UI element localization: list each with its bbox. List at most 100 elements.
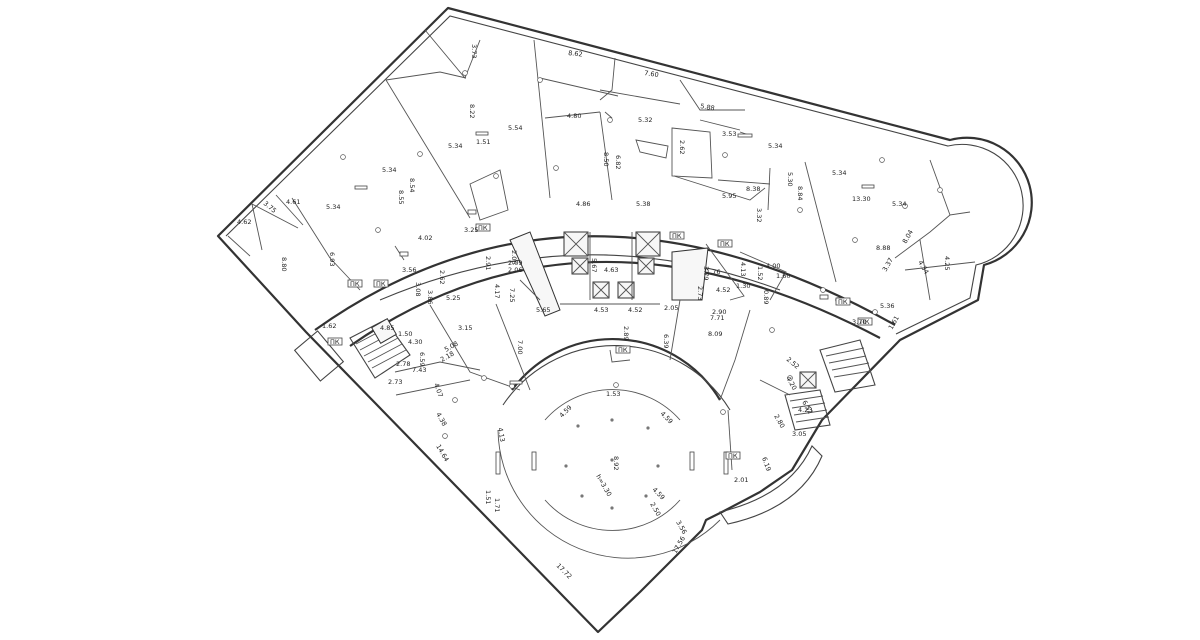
dimension-label: 1.61 (887, 314, 901, 331)
fire-cabinet-tags: ПК ПК ПК ПК ПК ПК ПК ПК ПК ПК (327, 223, 873, 460)
dimension-label: 2.18 (439, 350, 456, 364)
dimension-label: 1.62 (322, 322, 336, 330)
dimension-label: 1.52 (756, 266, 764, 280)
dimension-label: 7.25 (508, 288, 516, 302)
dimension-label: 14.64 (434, 443, 450, 463)
fire-cabinet-tag: ПК (672, 232, 682, 240)
dimension-label: 3.25 (464, 226, 478, 234)
dimension-label: 3.05 (792, 430, 806, 438)
dimension-label: 1.60 (776, 272, 790, 280)
fire-cabinet-tag: ПК (618, 346, 628, 354)
fire-cabinet-tag: ПК (330, 338, 340, 346)
dimension-label: 4.30 (408, 338, 422, 346)
dimension-label: 1.50 (398, 330, 412, 338)
dimension-label: 3.73 (470, 44, 478, 58)
dimension-label: 4.07 (432, 382, 444, 398)
dimension-label: 2.62 (438, 270, 446, 284)
dimension-label: 5.34 (448, 142, 462, 150)
dimension-label: 4.17 (493, 284, 501, 298)
outer-wall-inner (225, 15, 1024, 335)
dimension-label: 4.63 (604, 266, 618, 274)
dimension-label: 3.32 (755, 208, 763, 222)
fire-cabinet-tag: ПК (350, 280, 360, 288)
stair-west (349, 318, 411, 379)
dimension-label: 6.39 (662, 334, 670, 348)
right-bay-window (719, 445, 823, 525)
dimension-label: 6.19 (760, 456, 772, 472)
dimension-label: 2.78 (396, 360, 410, 368)
dimension-label: 0.89 (762, 290, 770, 304)
dimension-label: 5.30 (786, 172, 794, 186)
dimension-label: 8.80 (280, 257, 288, 271)
dimension-label: 4.52 (716, 286, 730, 294)
outer-wall (216, 6, 1033, 634)
dimension-label: 7.71 (710, 314, 724, 322)
dimension-label: 4.52 (628, 306, 642, 314)
dimension-label: 1.51 (476, 138, 490, 146)
dimension-label: 3.75 (262, 199, 278, 214)
dimension-label: 3.15 (458, 324, 472, 332)
dimension-label: 3.56 (674, 519, 688, 536)
dimension-label: 6.93 (328, 252, 336, 266)
radial-walls (394, 299, 791, 471)
dimension-label: 2.80 (772, 413, 786, 430)
dimension-label: 8.88 (876, 244, 890, 252)
fire-cabinet-tag: ПК (838, 298, 848, 306)
dimension-label: 2.62 (678, 140, 686, 154)
dimension-label: 2.06 (508, 266, 522, 274)
dimension-label: 8.55 (397, 190, 405, 204)
west-partitions (227, 194, 405, 291)
central-core (509, 231, 787, 317)
dimension-label: 2.52 (785, 355, 801, 370)
dimension-label: 2.50 (648, 501, 662, 518)
dimension-label: 3.70 (852, 318, 866, 326)
dimension-label: 4.62 (237, 218, 251, 226)
left-balcony (293, 330, 345, 382)
dimension-label: 8.50 (602, 152, 610, 166)
dimension-label: 2.09 (508, 259, 522, 267)
dimension-label: 5.38 (636, 200, 650, 208)
dimension-label: 5.34 (382, 166, 396, 174)
fire-cabinet-tag: ПК (728, 452, 738, 460)
dimension-label: 5.95 (722, 192, 736, 200)
dimension-label: 2.90 (712, 308, 726, 316)
dimension-label: 1.51 (484, 490, 492, 504)
dimension-label: 7.60 (644, 69, 659, 79)
rotunda-points (564, 418, 660, 510)
dimension-label: 3.53 (722, 130, 736, 138)
dimension-label: 4.80 (567, 112, 581, 120)
dimension-label: 4.13 (739, 262, 747, 276)
dimension-label: 4.85 (380, 324, 394, 332)
dimension-label: 4.61 (286, 198, 300, 206)
dimension-label: 13.30 (852, 195, 871, 203)
dimension-label: 2.05 (664, 304, 678, 312)
dimension-label: 1.30 (736, 282, 750, 290)
fire-cabinet-tag: ПК (376, 280, 386, 288)
fixtures (354, 131, 875, 385)
dimension-label: 4.20 (784, 375, 798, 392)
dimension-label: 8.54 (408, 178, 416, 192)
dimension-label: 4.02 (418, 234, 432, 242)
dimension-label: 7.43 (412, 366, 426, 374)
dimension-label: 4.34 (916, 259, 930, 276)
dimension-label: 2.91 (484, 256, 492, 270)
dimension-label: 4.53 (594, 306, 608, 314)
dimension-label: 3.79 (702, 266, 710, 280)
dimension-label: 6.82 (614, 155, 622, 169)
dimension-label: 4.38 (434, 411, 448, 428)
dimension-label: h=3.30 (594, 473, 613, 498)
dimension-label: 2.01 (734, 476, 748, 484)
dimension-label: 4.86 (576, 200, 590, 208)
dimension-label: 5.54 (508, 124, 522, 132)
dimension-label: 5.34 (768, 142, 782, 150)
dimension-label: 8.92 (612, 456, 620, 470)
dimension-label: 5.34 (832, 169, 846, 177)
dimension-label: 8.09 (708, 330, 722, 338)
dimension-label: 5.65 (536, 306, 550, 314)
fire-cabinet-tag: ПК (720, 240, 730, 248)
dimension-label: 4.23 (798, 406, 812, 414)
dimension-label: 8.04 (901, 228, 915, 245)
dimension-labels: 3.73 8.62 7.60 5.88 3.53 4.80 5.32 8.22 … (237, 44, 951, 581)
dimension-label: 1.71 (493, 498, 501, 512)
